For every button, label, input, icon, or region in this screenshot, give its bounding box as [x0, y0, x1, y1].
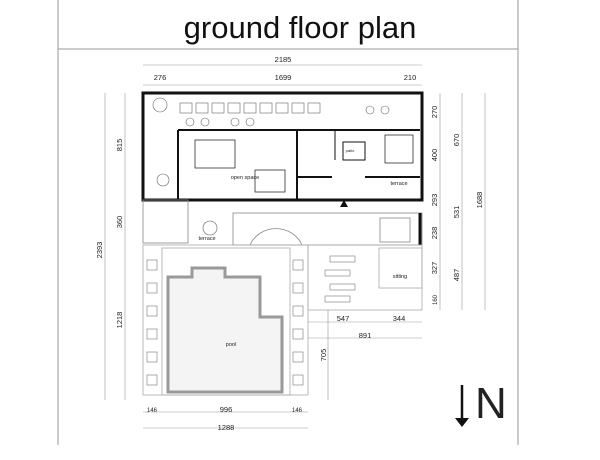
dim-right-c: 293 [430, 194, 439, 207]
pool-planters [146, 255, 356, 386]
dim-top-left: 276 [154, 73, 167, 82]
room-patio: patio [346, 148, 355, 153]
dim-top-mid: 1699 [275, 73, 292, 82]
dim-pool-left: 146 [147, 408, 158, 414]
furniture-row [152, 97, 390, 187]
upper-building [141, 91, 424, 202]
dim-right-a: 270 [430, 106, 439, 119]
room-labels: open space patio terrace terrace sitting… [198, 148, 407, 348]
terrace-area [142, 199, 423, 246]
dim-891: 891 [359, 331, 372, 340]
dim-pool-mid: 996 [220, 405, 233, 414]
dimension-lines [104, 64, 486, 429]
dim-344: 344 [393, 314, 406, 323]
dim-705: 705 [319, 349, 328, 362]
dim-right-total: 1688 [475, 192, 484, 209]
room-pool: pool [226, 342, 236, 348]
dim-right-f: 160 [433, 294, 439, 305]
dim-top-total: 2185 [275, 55, 292, 64]
room-open-space: open space [231, 175, 259, 181]
room-terrace-east: terrace [390, 181, 407, 187]
dim-right-g: 670 [452, 134, 461, 147]
north-arrow-icon: N [455, 379, 507, 428]
dim-right-i: 487 [452, 269, 461, 282]
dim-547: 547 [337, 314, 350, 323]
dim-left-upper: 815 [115, 139, 124, 152]
dim-right-h: 531 [452, 206, 461, 219]
dim-right-d: 238 [430, 227, 439, 240]
dim-left-lower: 1218 [115, 312, 124, 329]
dim-top-right: 210 [404, 73, 417, 82]
dim-pool-right: 146 [292, 408, 303, 414]
dim-left-mid: 360 [115, 216, 124, 229]
dim-right-e: 327 [430, 262, 439, 275]
room-terrace-west: terrace [198, 236, 215, 242]
dim-pool-total: 1288 [218, 423, 235, 432]
dim-left-total: 2393 [95, 242, 104, 259]
dim-right-b: 400 [430, 149, 439, 162]
room-sitting: sitting [393, 274, 407, 280]
dimension-labels: 2185 276 1699 210 2393 815 360 1218 270 … [95, 55, 484, 432]
north-label: N [475, 379, 507, 428]
sheet-frame [57, 0, 519, 445]
page-title: ground floor plan [183, 10, 417, 45]
pool-deck [142, 244, 423, 396]
entrance-marker [340, 200, 348, 207]
